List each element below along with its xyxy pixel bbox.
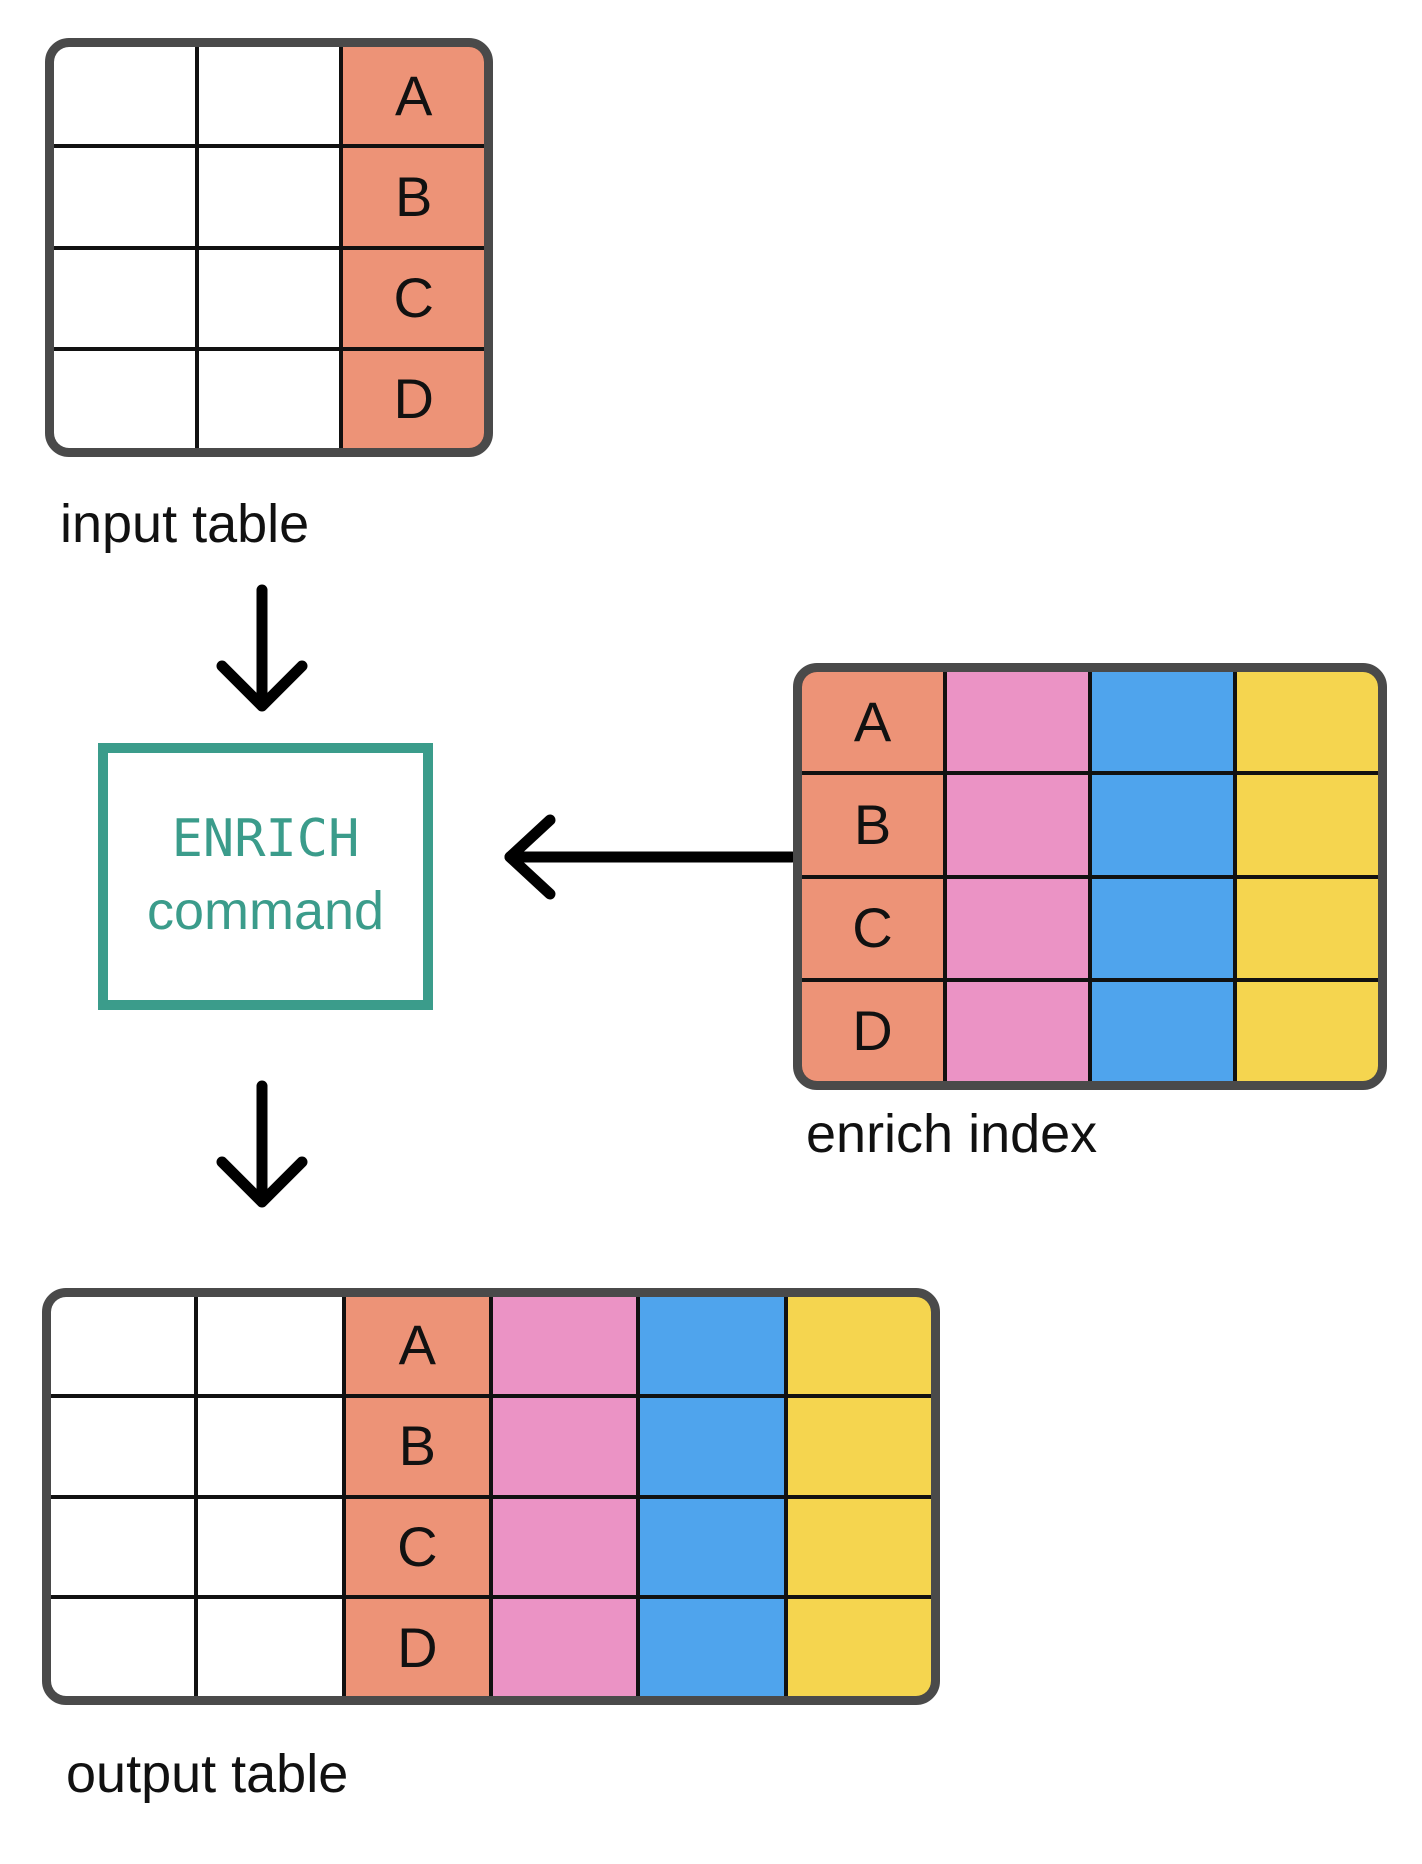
table-cell xyxy=(787,1297,931,1394)
table-cell xyxy=(198,47,340,145)
table-cell xyxy=(198,1599,342,1696)
table-cell xyxy=(640,1498,784,1596)
table-cell xyxy=(54,148,195,246)
table-cell xyxy=(492,1599,637,1696)
key-cell: D xyxy=(345,1599,489,1696)
table-cell xyxy=(1237,878,1378,978)
table-cell xyxy=(947,775,1088,875)
enrich-index-label: enrich index xyxy=(806,1104,1098,1164)
table-cell xyxy=(198,350,340,448)
output-table-label: output table xyxy=(66,1744,349,1804)
table-cell xyxy=(640,1297,784,1394)
table-cell xyxy=(1092,878,1233,978)
table-cell xyxy=(492,1297,637,1394)
key-cell: A xyxy=(802,672,943,772)
key-cell: A xyxy=(345,1297,489,1394)
enrich-command-box: ENRICH command xyxy=(98,743,433,1010)
table-cell xyxy=(54,249,195,347)
table-cell xyxy=(198,1498,342,1596)
table-cell xyxy=(51,1498,195,1596)
key-cell: B xyxy=(802,775,943,875)
table-cell xyxy=(947,878,1088,978)
table-cell xyxy=(787,1498,931,1596)
key-cell: C xyxy=(802,878,943,978)
table-cell xyxy=(1237,775,1378,875)
key-cell: B xyxy=(343,148,484,246)
table-cell xyxy=(1237,981,1378,1081)
key-cell: B xyxy=(345,1397,489,1495)
table-cell xyxy=(947,981,1088,1081)
table-cell xyxy=(54,350,195,448)
table-cell xyxy=(198,249,340,347)
table-cell xyxy=(1092,981,1233,1081)
key-cell: A xyxy=(343,47,484,145)
key-cell: C xyxy=(345,1498,489,1596)
table-cell xyxy=(51,1297,195,1394)
table-cell xyxy=(198,1397,342,1495)
input-table-label: input table xyxy=(60,494,310,554)
table-cell xyxy=(198,148,340,246)
table-cell xyxy=(1237,672,1378,772)
table-cell xyxy=(492,1498,637,1596)
key-cell: D xyxy=(802,981,943,1081)
table-cell xyxy=(51,1397,195,1495)
table-cell xyxy=(492,1397,637,1495)
table-cell xyxy=(51,1599,195,1696)
arrow-down-icon xyxy=(216,1080,308,1208)
key-cell: D xyxy=(343,350,484,448)
table-cell xyxy=(947,672,1088,772)
table-cell xyxy=(54,47,195,145)
table-cell xyxy=(787,1397,931,1495)
table-cell xyxy=(1092,775,1233,875)
table-cell xyxy=(787,1599,931,1696)
table-cell xyxy=(640,1599,784,1696)
enrich-command-name: ENRICH xyxy=(171,809,360,870)
table-cell xyxy=(1092,672,1233,772)
arrow-down-icon xyxy=(216,584,308,712)
key-cell: C xyxy=(343,249,484,347)
enrich-command-word: command xyxy=(146,881,385,942)
arrow-left-icon xyxy=(504,814,798,900)
table-cell xyxy=(640,1397,784,1495)
table-cell xyxy=(198,1297,342,1394)
